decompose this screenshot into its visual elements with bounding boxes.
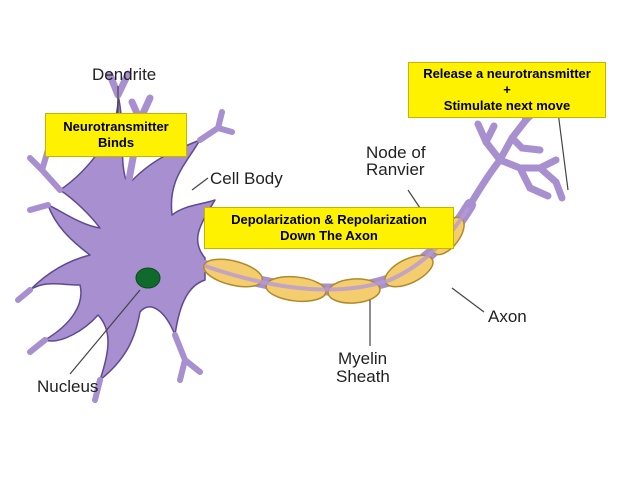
callout-release-line3: Stimulate next move: [443, 98, 571, 113]
cell-body-and-dendrites: [15, 70, 235, 403]
callout-depolarization: Depolarization & Repolarization Down The…: [204, 207, 454, 249]
callout-depol-line2: Down The Axon: [280, 228, 378, 243]
callout-depol-line1: Depolarization & Repolarization: [231, 212, 427, 227]
label-node-of-ranvier-line1: Node of: [366, 143, 426, 162]
label-myelin-line2: Sheath: [336, 367, 390, 386]
label-nucleus: Nucleus: [37, 377, 99, 396]
label-dendrite: Dendrite: [92, 65, 157, 84]
label-axon: Axon: [488, 307, 527, 326]
label-myelin-line1: Myelin: [338, 349, 388, 368]
leader-lines: [69, 86, 569, 375]
callout-neurotransmitter-binds: Neurotransmitter Binds: [45, 113, 187, 157]
callout-binds-line2: Binds: [97, 135, 135, 150]
callout-release-line1: Release a neurotransmitter: [423, 66, 591, 81]
callout-binds-line1: Neurotransmitter: [63, 119, 169, 134]
nucleus-shape: [135, 267, 161, 289]
callout-release-neurotransmitter: Release a neurotransmitter + Stimulate n…: [408, 62, 606, 118]
label-node-of-ranvier-line2: Ranvier: [366, 160, 425, 179]
label-cell-body: Cell Body: [210, 169, 283, 188]
callout-release-line2: +: [503, 82, 511, 97]
